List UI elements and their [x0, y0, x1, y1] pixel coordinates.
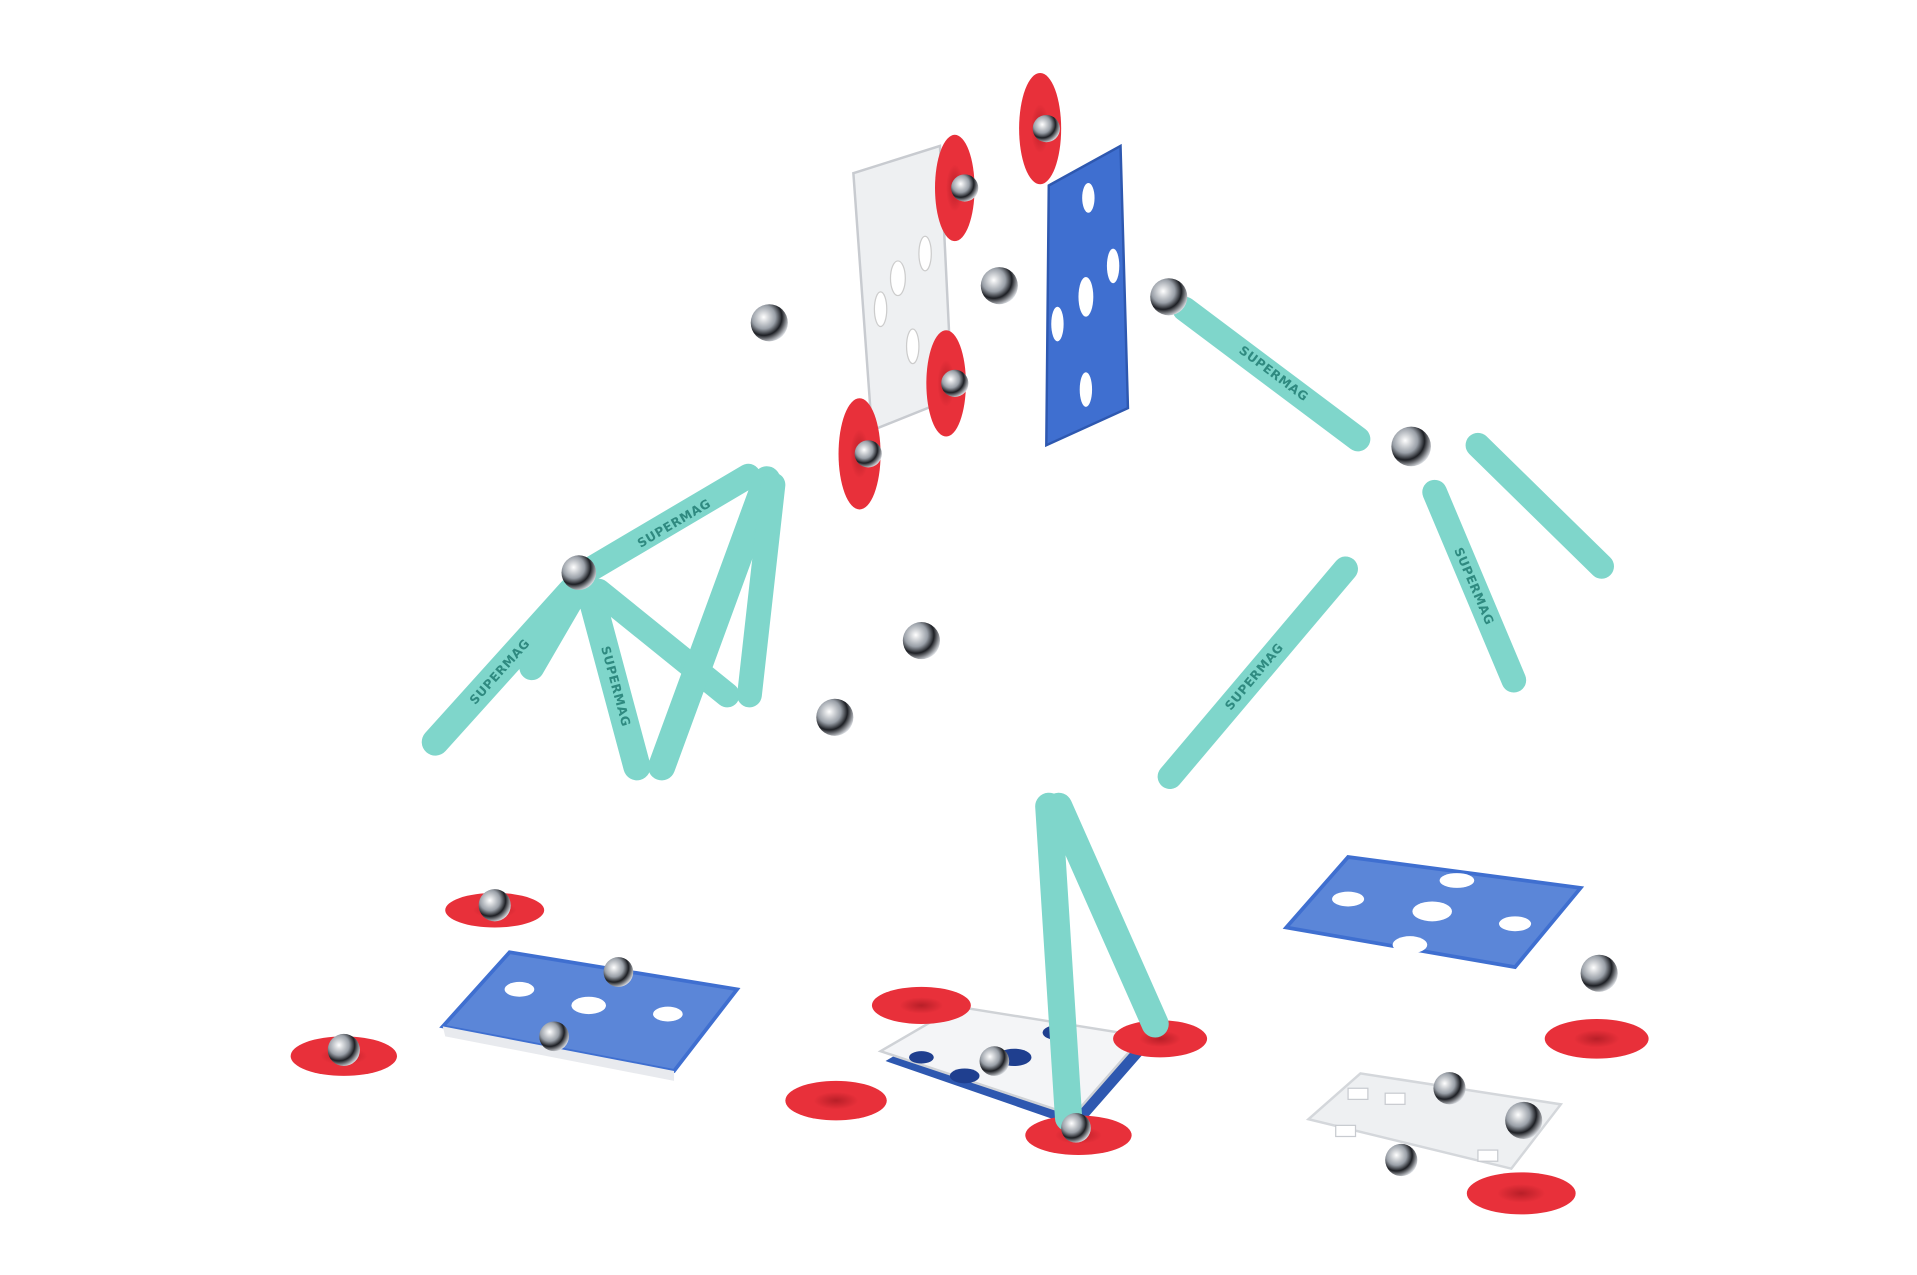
rod — [519, 578, 589, 681]
blue-plate-flat-right — [1282, 855, 1585, 970]
steel-ball — [941, 369, 969, 397]
steel-ball — [327, 1033, 360, 1067]
rod — [1172, 296, 1371, 452]
steel-ball — [539, 1021, 569, 1052]
steel-ball — [1433, 1072, 1466, 1105]
white-plate-flat-right — [1305, 1072, 1564, 1171]
steel-ball — [902, 622, 940, 660]
blue-plate-flat-left — [439, 950, 741, 1081]
steel-ball — [1391, 426, 1431, 467]
red-disc — [1544, 1019, 1649, 1059]
red-disc — [1466, 1172, 1576, 1215]
steel-ball — [478, 889, 511, 922]
steel-ball — [1150, 278, 1188, 316]
rod — [1465, 432, 1614, 579]
steel-ball — [816, 698, 854, 736]
steel-ball — [750, 304, 788, 342]
brand-emboss: SUPERMAG — [1222, 640, 1286, 713]
rod — [1045, 792, 1169, 1038]
steel-ball — [1505, 1101, 1543, 1139]
steel-ball — [1032, 115, 1060, 143]
steel-balls — [327, 115, 1618, 1177]
steel-ball — [1580, 954, 1618, 992]
blue-plate-upright — [1045, 143, 1130, 448]
steel-ball — [979, 1046, 1010, 1076]
red-disc — [785, 1080, 887, 1121]
rod — [578, 463, 761, 582]
brand-emboss: SUPERMAG — [1236, 343, 1311, 404]
rod — [1035, 792, 1083, 1132]
rod — [737, 472, 786, 708]
teal-rods — [421, 296, 1614, 789]
red-disc — [1113, 1020, 1208, 1058]
steel-ball — [951, 174, 979, 202]
teal-rods-standing — [1035, 792, 1169, 1132]
steel-ball — [1061, 1112, 1091, 1143]
rod — [648, 466, 781, 781]
red-disc — [871, 986, 971, 1024]
steel-ball — [1385, 1143, 1418, 1177]
rod — [1422, 479, 1527, 693]
rod — [1157, 556, 1358, 789]
red-discs-flat — [290, 892, 1649, 1215]
steel-ball — [854, 440, 882, 468]
rod — [577, 582, 651, 781]
steel-ball — [980, 267, 1018, 305]
steel-ball — [603, 957, 634, 987]
center-plate-stack — [877, 1005, 1148, 1128]
steel-ball — [561, 555, 597, 590]
